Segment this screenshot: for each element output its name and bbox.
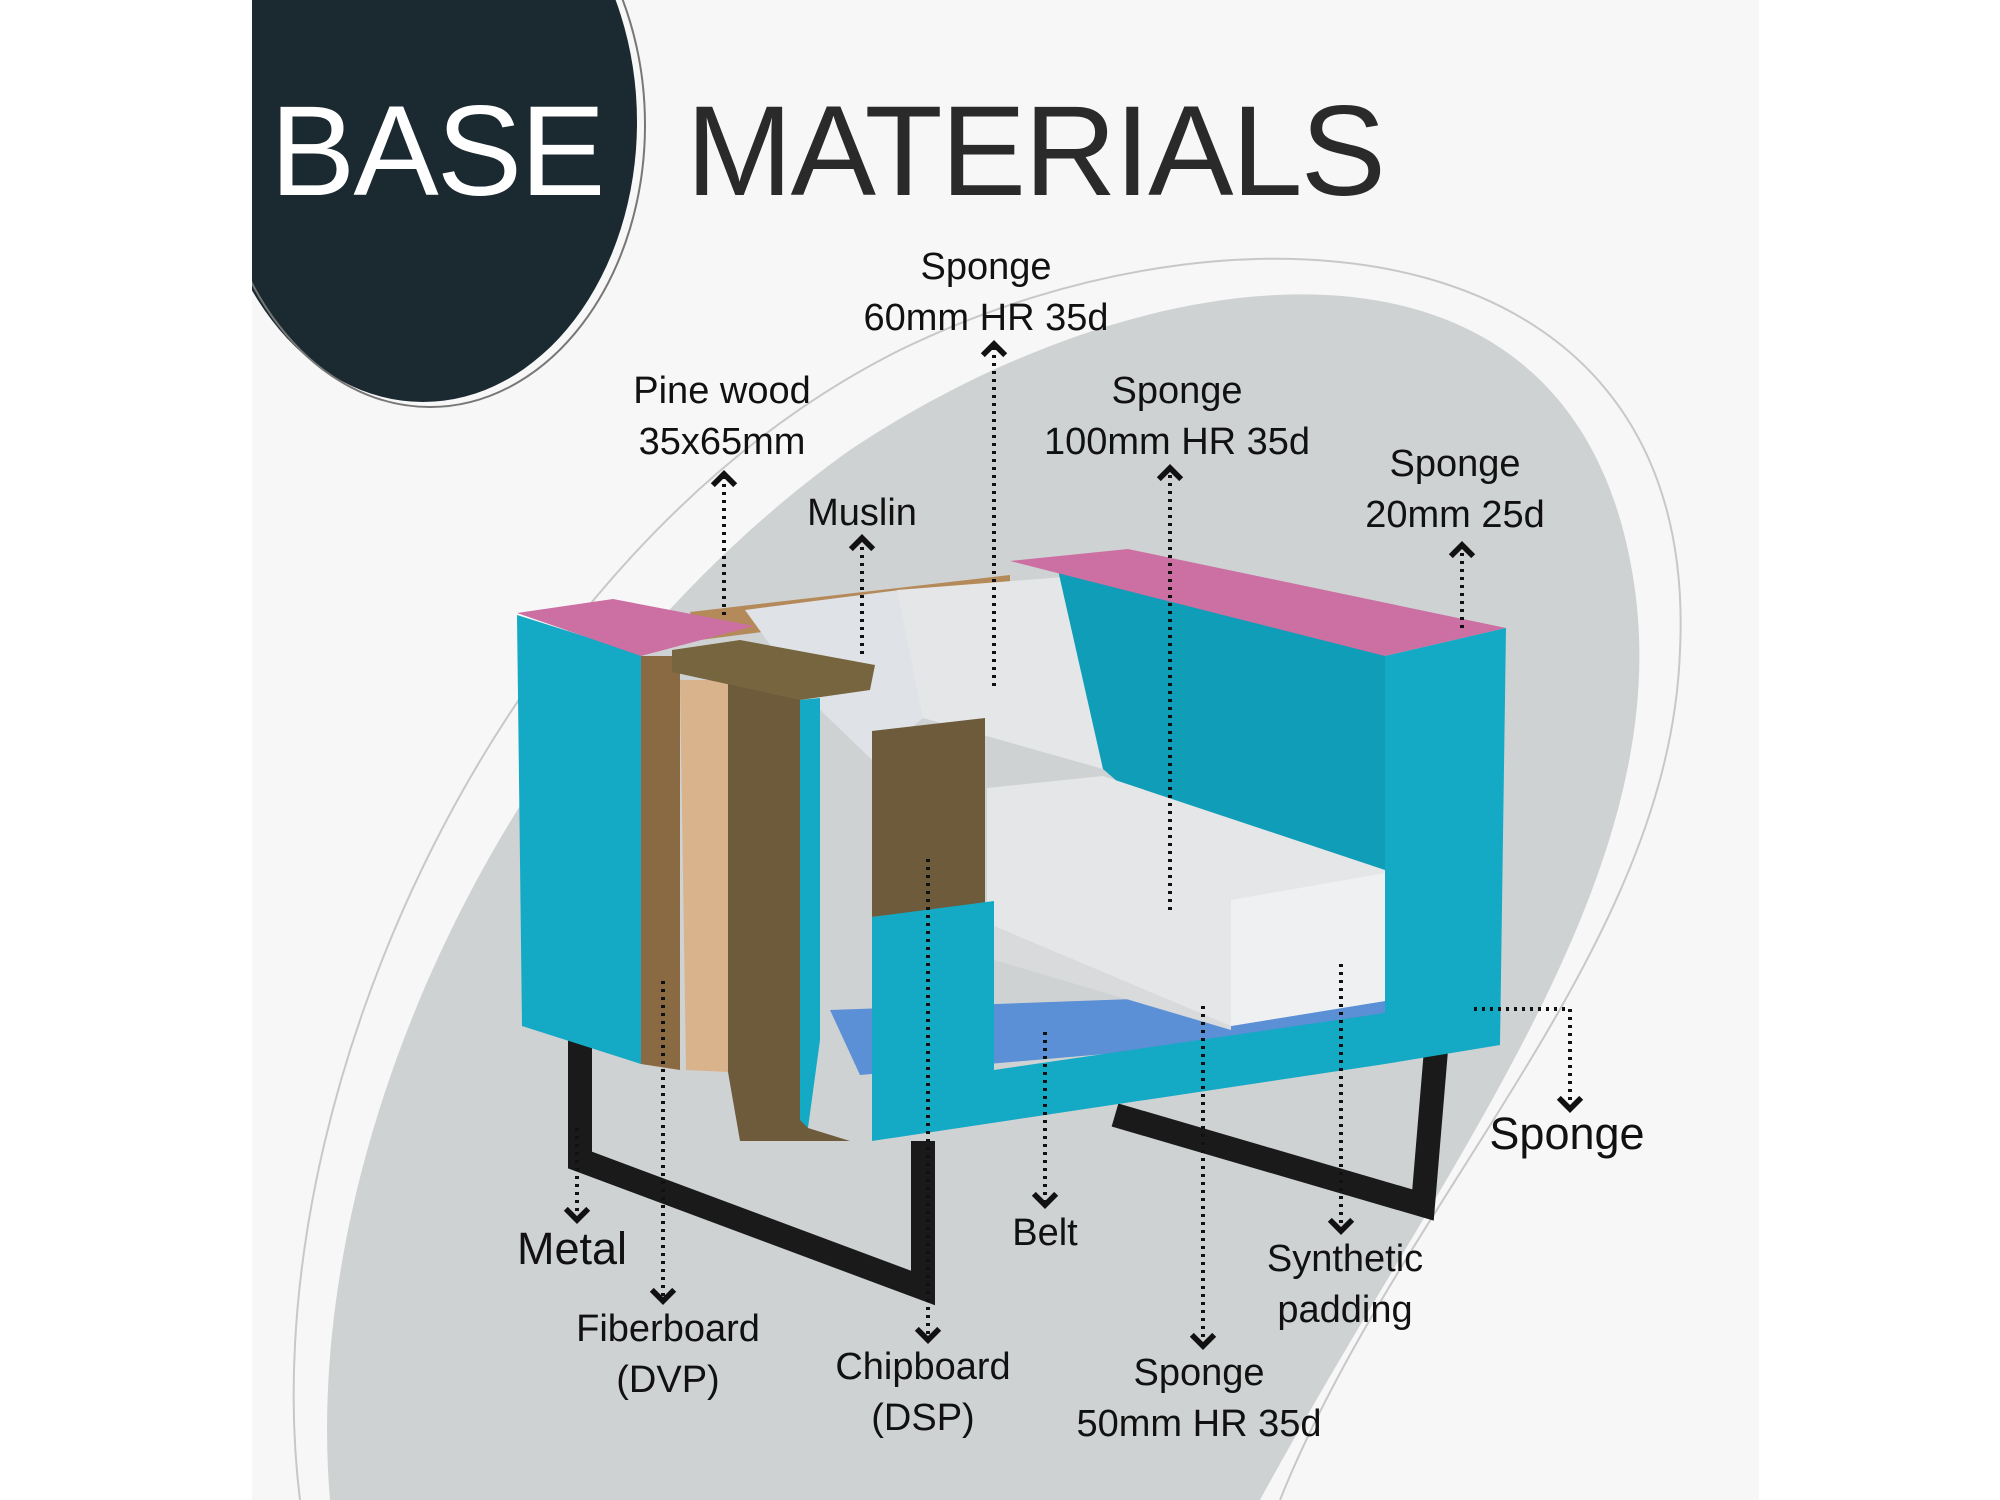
label-line: Belt — [1012, 1212, 1078, 1254]
label-line: Synthetic — [1266, 1238, 1424, 1280]
front-panel — [872, 901, 1385, 1141]
label-line: Sponge — [1489, 1108, 1645, 1159]
label-line: 100mm HR 35d — [1043, 421, 1311, 463]
left-arm-top — [517, 599, 754, 656]
label-synthetic-padding: Synthetic padding — [1267, 1234, 1423, 1336]
label-line: 35x65mm — [638, 421, 806, 463]
label-sponge-20mm: Sponge 20mm 25d — [1365, 439, 1545, 541]
label-metal: Metal — [517, 1223, 627, 1274]
label-line: Pine wood — [633, 370, 811, 412]
label-line: Sponge — [1133, 1352, 1265, 1394]
label-line: 20mm 25d — [1365, 494, 1545, 536]
label-line: (DSP) — [871, 1397, 975, 1439]
right-arm-front — [1385, 628, 1506, 1064]
label-fiberboard: Fiberboard (DVP) — [576, 1304, 760, 1406]
title-dark-circle — [252, 0, 637, 402]
label-line: 60mm HR 35d — [863, 297, 1109, 339]
outline-curve — [292, 257, 1682, 1500]
label-line: Metal — [516, 1223, 628, 1274]
front-chipboard — [872, 718, 985, 917]
label-sponge-side: Sponge — [1489, 1108, 1644, 1159]
label-line: Sponge — [1111, 370, 1243, 412]
title-materials: MATERIALS — [686, 80, 1386, 223]
seat-foam-edge — [1231, 872, 1391, 1026]
label-sponge-60mm: Sponge 60mm HR 35d — [864, 242, 1109, 344]
leader-arrows — [563, 340, 1584, 1350]
label-sponge-50mm: Sponge 50mm HR 35d — [1077, 1348, 1322, 1450]
armchair-cutaway — [517, 549, 1506, 1141]
label-muslin: Muslin — [807, 488, 917, 539]
label-pine-wood: Pine wood 35x65mm — [633, 366, 810, 468]
label-line: Fiberboard — [576, 1308, 760, 1350]
label-line: Chipboard — [835, 1346, 1011, 1388]
left-chipboard — [728, 680, 850, 1141]
label-line: (DVP) — [616, 1359, 720, 1401]
pine-wood — [680, 680, 728, 1072]
fiberboard — [641, 656, 680, 1070]
left-chipboard-top — [672, 640, 875, 700]
label-line: padding — [1277, 1289, 1413, 1331]
left-arm-inner — [800, 698, 820, 1128]
label-sponge-100mm: Sponge 100mm HR 35d — [1044, 366, 1310, 468]
back-foam — [897, 577, 1103, 769]
title-base: BASE — [270, 80, 605, 223]
circle-outline — [252, 0, 646, 408]
label-line: 50mm HR 35d — [1076, 1403, 1322, 1445]
label-line: Sponge — [920, 246, 1052, 288]
metal-legs — [568, 1040, 1448, 1306]
label-belt: Belt — [1012, 1208, 1077, 1259]
label-line: Muslin — [807, 492, 917, 534]
right-arm-top — [1010, 549, 1506, 656]
label-line: Sponge — [1389, 443, 1521, 485]
left-arm-outer — [517, 615, 641, 1064]
label-chipboard: Chipboard (DSP) — [835, 1342, 1010, 1444]
